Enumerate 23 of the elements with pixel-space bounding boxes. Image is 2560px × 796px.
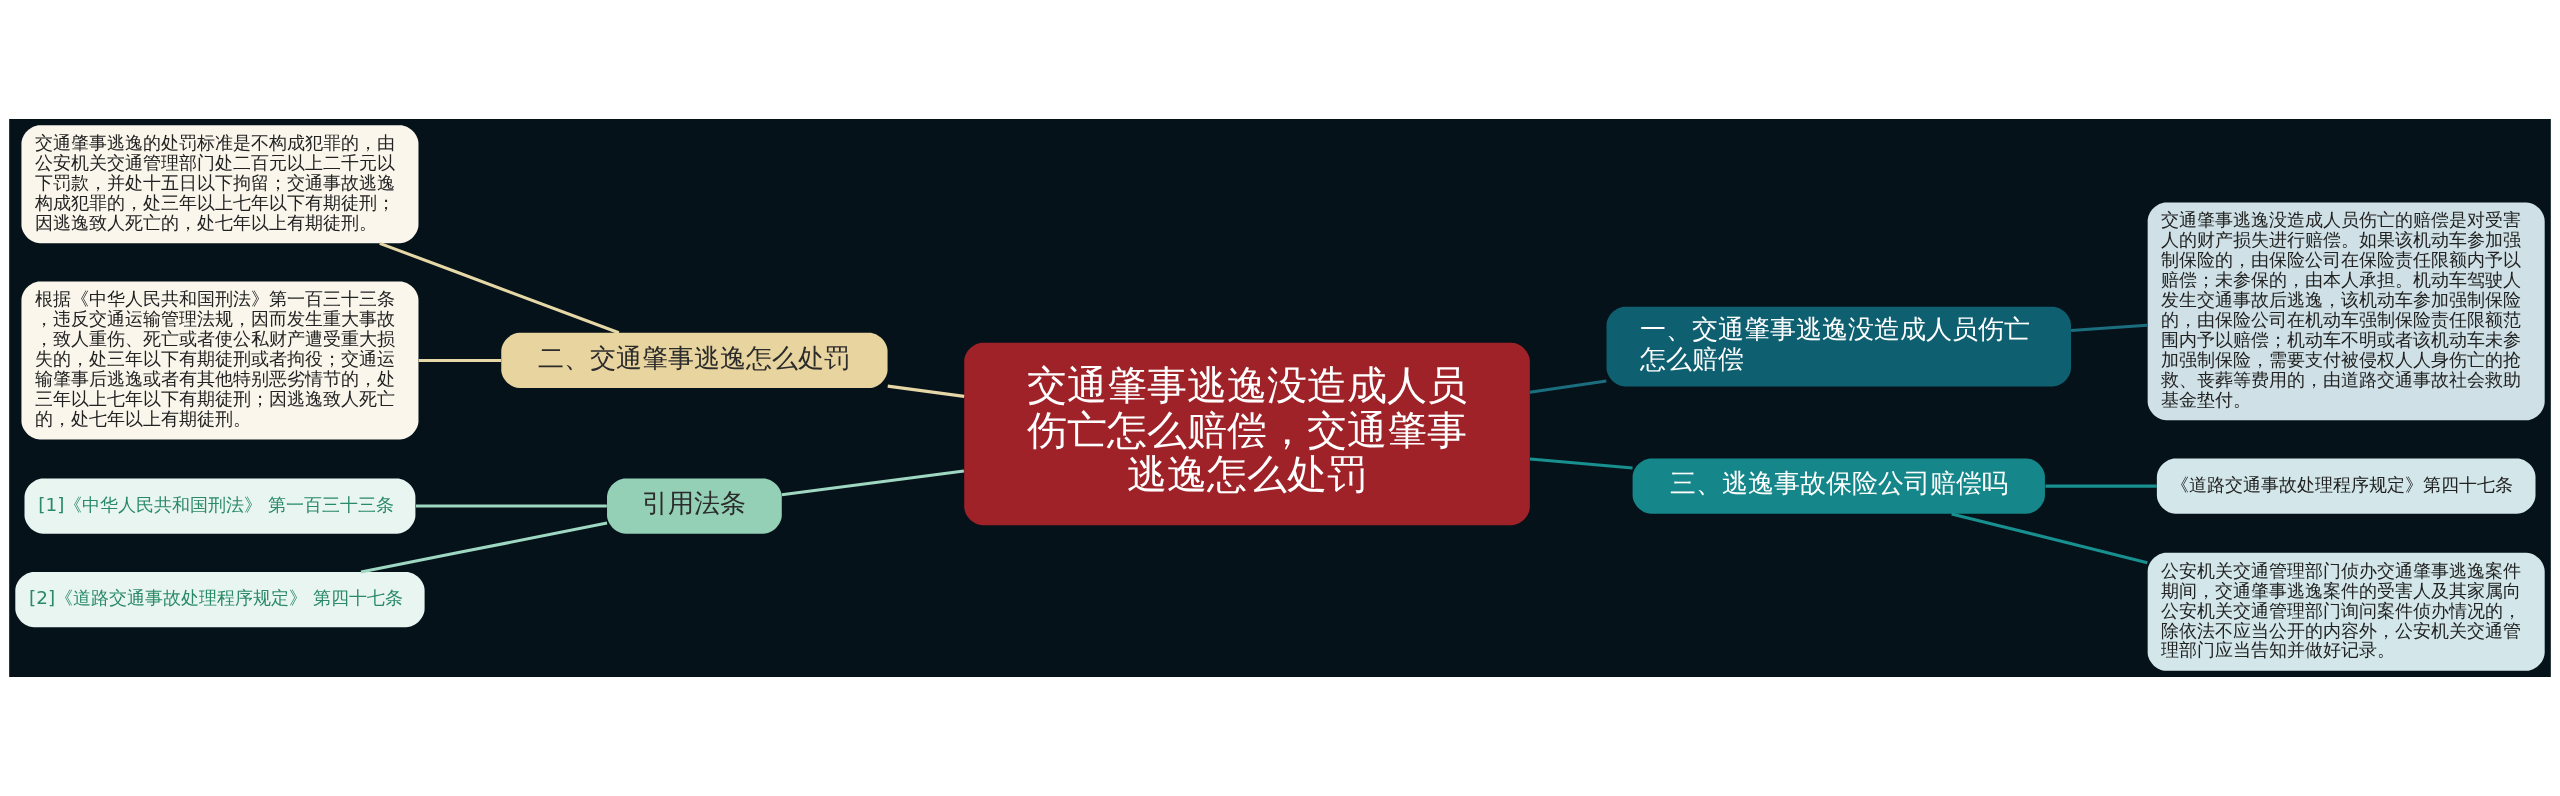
node-box: 交通肇事逃逸没造成人员伤亡怎么赔偿，交通肇事逃逸怎么处罚 (964, 342, 1530, 526)
connector (418, 358, 501, 362)
connector (2070, 323, 2148, 333)
node-box: [1]《中华人民共和国刑法》 第一百三十三条 (24, 478, 416, 534)
connector (415, 504, 607, 508)
node-box: 一、交通肇事逃逸没造成人员伤亡怎么赔偿 (1606, 306, 2071, 387)
node-box: 公安机关交通管理部门侦办交通肇事逃逸案件期间，交通肇事逃逸案件的受害人及其家属向公安机关交通管理部门询问案件侦办情况的，除依法不应当公开的内容外，公安机关交通管理部门应当告知并做好记录。 (2147, 552, 2545, 671)
connector (360, 521, 608, 574)
node-box: 《道路交通事故处理程序规定》第四十七条 (2156, 458, 2536, 514)
connector (1529, 379, 1607, 394)
node-box: 根据《中华人民共和国刑法》第一百三十三条，违反交通运输管理法规，因而发生重大事故，致人重伤、死亡或者使公私财产遭受重大损失的，处三年以下有期徒刑或者拘役；交通运输肇事后逃逸或者有其他特别恶劣情节的，处三年以上七年以下有期徒刑；因逃逸致人死亡的，处七年以上有期徒刑。 (21, 281, 419, 440)
connector (1951, 512, 2148, 565)
node-box: 引用法条 (607, 478, 782, 534)
connector (781, 469, 965, 497)
connector (2045, 484, 2157, 488)
node-box: 二、交通肇事逃逸怎么处罚 (501, 332, 888, 389)
connector (1529, 457, 1633, 470)
node-box: 交通肇事逃逸没造成人员伤亡的赔偿是对受害人的财产损失进行赔偿。如果该机动车参加强制保险的，由保险公司在保险责任限额内予以赔偿；未参保的，由本人承担。机动车驾驶人发生交通事故后逃逸，该机动车参加强制保险的，由保险公司在机动车强制保险责任限额范围内予以赔偿；机动车不明或者该机动车未参加强制保险，需要支付被侵权人人身伤亡的抢救、丧葬等费用的，由道路交通事故社会救助基金垫付。 (2147, 202, 2545, 421)
connector (887, 384, 965, 398)
node-box: 三、逃逸事故保险公司赔偿吗 (1632, 458, 2045, 514)
node-box: [2]《道路交通事故处理程序规定》 第四十七条 (15, 572, 425, 628)
node-box: 交通肇事逃逸的处罚标准是不构成犯罪的，由公安机关交通管理部门处二百元以上二千元以下罚款，并处十五日以下拘留；交通事故逃逸构成犯罪的，处三年以上七年以下有期徒刑；因逃逸致人死亡的，处七年以上有期徒刑。 (21, 125, 419, 244)
connector (379, 241, 620, 335)
